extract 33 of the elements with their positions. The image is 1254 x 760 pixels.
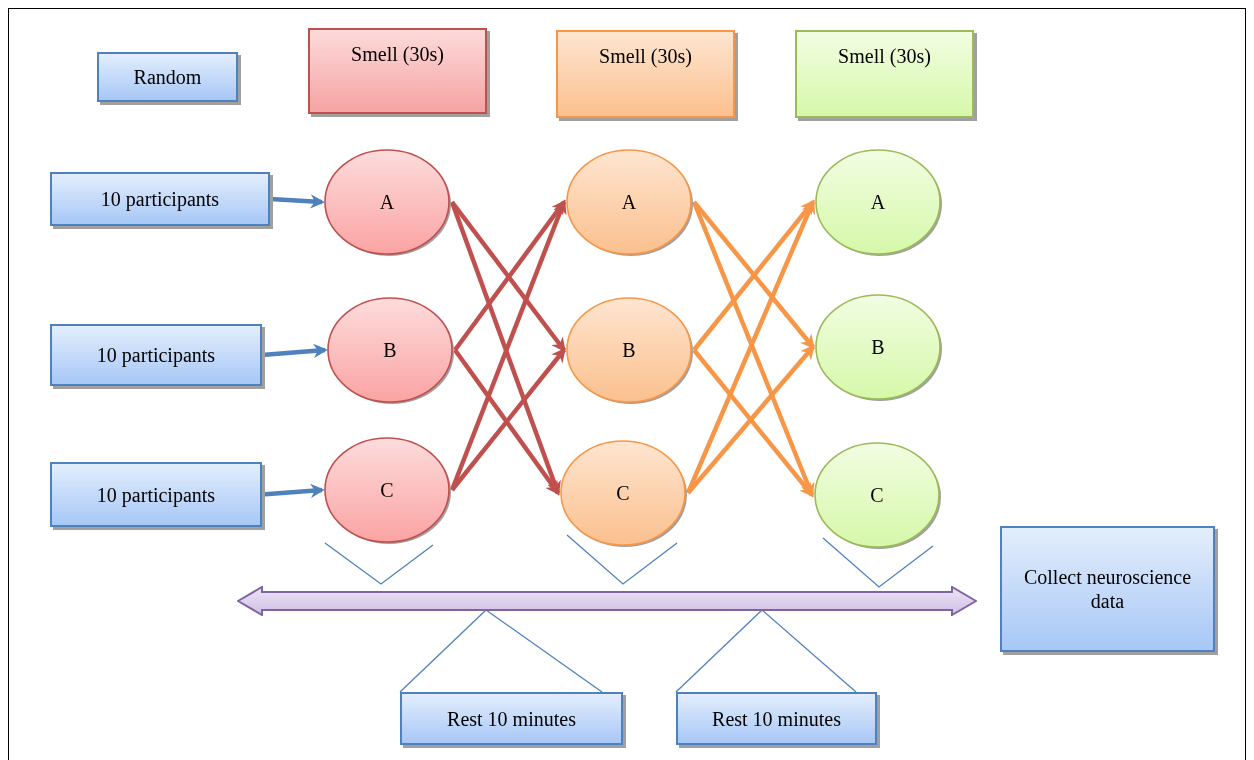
header-box: Smell (30s) bbox=[795, 30, 974, 118]
node-label: C bbox=[380, 478, 394, 503]
process-box: Random bbox=[97, 52, 238, 102]
process-box: Rest 10 minutes bbox=[676, 692, 877, 745]
ellipse-node bbox=[564, 295, 694, 405]
leader-line bbox=[399, 609, 487, 693]
node-label: A bbox=[870, 190, 886, 215]
ellipse-node bbox=[813, 292, 943, 402]
process-box: Rest 10 minutes bbox=[400, 692, 623, 745]
node-label: B bbox=[383, 338, 397, 363]
ellipse-node bbox=[558, 438, 688, 548]
node-label: A bbox=[621, 190, 637, 215]
process-box: 10 participants bbox=[50, 462, 262, 527]
timeline-double-arrow bbox=[237, 586, 977, 616]
leader-line bbox=[675, 609, 763, 693]
ellipse-node bbox=[812, 440, 942, 550]
ellipse-node bbox=[564, 147, 694, 257]
leader-line bbox=[485, 609, 603, 693]
ellipse-node bbox=[322, 147, 452, 257]
ellipse-node bbox=[322, 435, 452, 545]
node-label: B bbox=[871, 335, 885, 360]
ellipse-node bbox=[813, 147, 943, 257]
ellipse-node bbox=[325, 295, 455, 405]
process-box: 10 participants bbox=[50, 324, 262, 386]
node-label: B bbox=[622, 338, 636, 363]
process-box: 10 participants bbox=[50, 172, 270, 226]
header-box: Smell (30s) bbox=[308, 28, 487, 114]
leader-line bbox=[761, 609, 857, 693]
header-box: Smell (30s) bbox=[556, 30, 735, 118]
node-label: A bbox=[379, 190, 395, 215]
node-label: C bbox=[870, 483, 884, 508]
node-label: C bbox=[616, 481, 630, 506]
process-box: Collect neuroscience data bbox=[1000, 526, 1215, 652]
